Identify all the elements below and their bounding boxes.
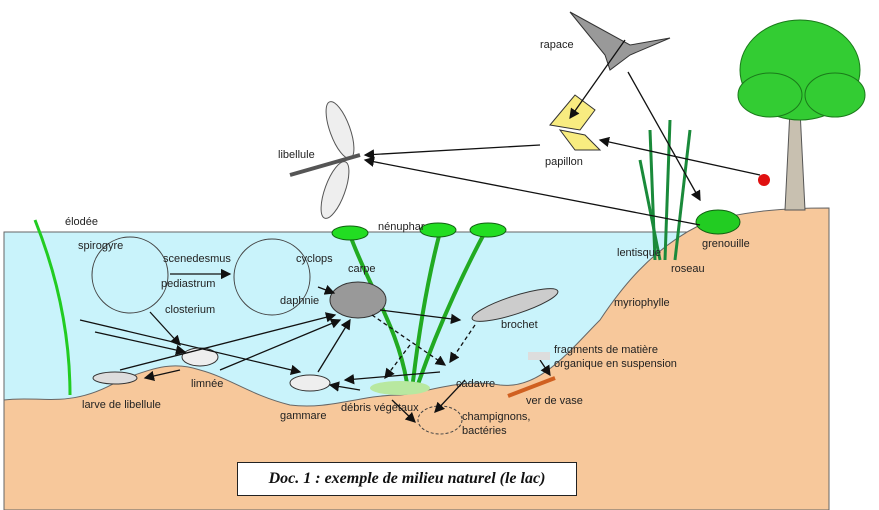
ver-de-vase-worm xyxy=(507,376,556,398)
label-gammare: gammare xyxy=(280,410,326,422)
larve-larva xyxy=(92,371,138,385)
label-roseau: roseau xyxy=(671,263,705,275)
grenouille-frog xyxy=(695,209,741,235)
zooplankton-circle xyxy=(233,238,311,316)
label-rapace: rapace xyxy=(540,39,574,51)
label-limnee: limnée xyxy=(191,378,223,390)
rapace-bird xyxy=(569,11,671,71)
label-bacteries: bactéries xyxy=(462,425,507,437)
label-debris: débris végétaux xyxy=(341,402,419,414)
libellule-dragonfly xyxy=(289,101,361,219)
label-daphnie: daphnie xyxy=(280,295,319,307)
label-fragments-1: fragments de matière xyxy=(554,344,658,356)
flower xyxy=(758,174,770,186)
dead-matter-arrows xyxy=(371,314,476,380)
carpe-fish xyxy=(329,281,387,319)
algae-circle xyxy=(91,236,169,314)
label-nenuphar: nénuphar xyxy=(378,221,425,233)
label-fragments-2: organique en suspension xyxy=(554,358,677,370)
gammare-shrimp xyxy=(289,374,331,392)
suspended-matter xyxy=(528,352,550,360)
label-elodee: élodée xyxy=(65,216,98,228)
papillon-butterfly xyxy=(549,94,602,151)
label-champignons: champignons, xyxy=(462,411,531,423)
label-brochet: brochet xyxy=(501,319,538,331)
label-cadavre: cadavre xyxy=(456,378,495,390)
label-myriophylle: myriophylle xyxy=(614,297,670,309)
document-caption: Doc. 1 : exemple de milieu naturel (le l… xyxy=(237,462,577,496)
label-scenedesmus: scenedesmus xyxy=(163,253,231,265)
label-ver: ver de vase xyxy=(526,395,583,407)
label-spirogyre: spirogyre xyxy=(78,240,123,252)
label-papillon: papillon xyxy=(545,156,583,168)
debris xyxy=(370,381,430,395)
food-chain-arrows xyxy=(79,39,761,423)
label-larve: larve de libellule xyxy=(82,399,161,411)
label-carpe: carpe xyxy=(348,263,376,275)
label-grenouille: grenouille xyxy=(702,238,750,250)
label-libellule: libellule xyxy=(278,149,315,161)
brochet-fish xyxy=(471,288,559,322)
elodee-plant xyxy=(33,219,72,396)
label-lentisque: lentisque xyxy=(617,247,661,259)
nenuphar-plant xyxy=(331,222,507,391)
label-closterium: closterium xyxy=(165,304,215,316)
label-cyclops: cyclops xyxy=(296,253,333,265)
tree xyxy=(737,19,866,211)
label-pediastrum: pediastrum xyxy=(161,278,215,290)
